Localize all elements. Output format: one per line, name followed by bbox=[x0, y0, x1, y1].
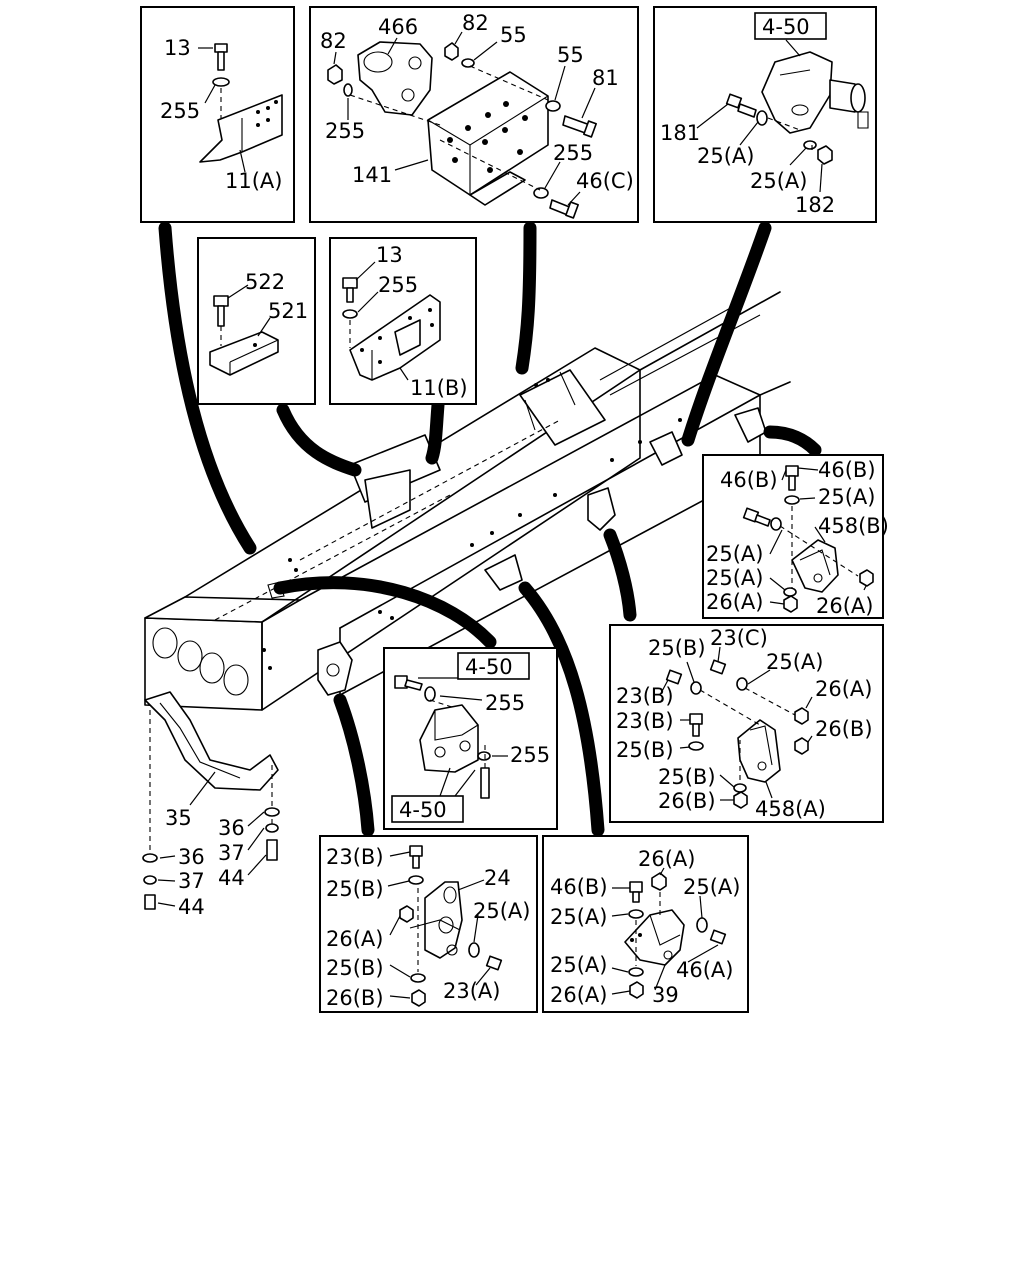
label-39: 39 bbox=[652, 983, 679, 1007]
label-25a-panel6-3: 25(A) bbox=[706, 566, 763, 590]
label-26a-panel10-1: 26(A) bbox=[638, 847, 695, 871]
label-25a-panel9: 25(A) bbox=[473, 899, 530, 923]
label-25a-panel10-1: 25(A) bbox=[683, 875, 740, 899]
label-25b-panel9-1: 25(B) bbox=[326, 877, 384, 901]
label-23c: 23(C) bbox=[710, 626, 768, 650]
label-26a-panel6-2: 26(A) bbox=[816, 594, 873, 618]
label-255-panel2-left: 255 bbox=[325, 119, 365, 143]
panel-6 bbox=[702, 454, 884, 619]
label-82-left: 82 bbox=[320, 29, 347, 53]
label-37-right: 37 bbox=[218, 841, 245, 865]
label-44-left: 44 bbox=[178, 895, 205, 919]
panel-2 bbox=[309, 6, 639, 223]
panel-10 bbox=[542, 835, 749, 1013]
label-181: 181 bbox=[660, 121, 700, 145]
label-13-panel1: 13 bbox=[164, 36, 191, 60]
label-26a-panel9: 26(A) bbox=[326, 927, 383, 951]
label-25b-panel7-2: 25(B) bbox=[616, 738, 674, 762]
reference-4-50-panel8-top: 4-50 bbox=[465, 655, 513, 679]
label-255-panel8-1: 255 bbox=[485, 691, 525, 715]
label-25a-panel6-1: 25(A) bbox=[818, 485, 875, 509]
label-82-right: 82 bbox=[462, 11, 489, 35]
label-13-panel5: 13 bbox=[376, 243, 403, 267]
label-141: 141 bbox=[352, 163, 392, 187]
label-25a-panel3-2: 25(A) bbox=[750, 169, 807, 193]
label-255-panel5: 255 bbox=[378, 273, 418, 297]
label-46c: 46(C) bbox=[576, 169, 634, 193]
panel-4 bbox=[197, 237, 316, 405]
label-23b-panel7-1: 23(B) bbox=[616, 684, 674, 708]
label-24: 24 bbox=[484, 866, 511, 890]
label-25a-panel10-2: 25(A) bbox=[550, 905, 607, 929]
label-36-right: 36 bbox=[218, 816, 245, 840]
label-46a: 46(A) bbox=[676, 958, 733, 982]
label-81: 81 bbox=[592, 66, 619, 90]
label-25a-panel7: 25(A) bbox=[766, 650, 823, 674]
label-255-panel2-right: 255 bbox=[553, 141, 593, 165]
label-458a: 458(A) bbox=[755, 797, 826, 821]
label-25a-panel6-2: 25(A) bbox=[706, 542, 763, 566]
label-26a-panel6-1: 26(A) bbox=[706, 590, 763, 614]
panel-9 bbox=[319, 835, 538, 1013]
label-26a-panel10-2: 26(A) bbox=[550, 983, 607, 1007]
label-26a-panel7: 26(A) bbox=[815, 677, 872, 701]
label-25a-panel3-1: 25(A) bbox=[697, 144, 754, 168]
label-44-right: 44 bbox=[218, 866, 245, 890]
label-25b-panel7-1: 25(B) bbox=[648, 636, 706, 660]
label-23b-panel7-2: 23(B) bbox=[616, 709, 674, 733]
label-35: 35 bbox=[165, 806, 192, 830]
label-26b-panel7-2: 26(B) bbox=[658, 789, 716, 813]
label-46b-panel6-right: 46(B) bbox=[818, 458, 876, 482]
panel-8 bbox=[383, 647, 558, 830]
callout-connectors bbox=[158, 221, 822, 837]
label-11a: 11(A) bbox=[225, 169, 282, 193]
label-46b-panel6-left: 46(B) bbox=[720, 468, 778, 492]
reference-4-50-panel8-bottom: 4-50 bbox=[399, 798, 447, 822]
label-522: 522 bbox=[245, 270, 285, 294]
label-25a-panel10-3: 25(A) bbox=[550, 953, 607, 977]
label-25b-panel9-2: 25(B) bbox=[326, 956, 384, 980]
label-255-panel8-2: 255 bbox=[510, 743, 550, 767]
label-25b-panel7-3: 25(B) bbox=[658, 765, 716, 789]
reference-4-50-panel3: 4-50 bbox=[762, 15, 810, 39]
label-466: 466 bbox=[378, 15, 418, 39]
label-458b: 458(B) bbox=[818, 514, 889, 538]
panel-1 bbox=[140, 6, 295, 223]
label-37-left: 37 bbox=[178, 869, 205, 893]
label-11b: 11(B) bbox=[410, 376, 468, 400]
panel-5 bbox=[329, 237, 477, 405]
label-255-panel1: 255 bbox=[160, 99, 200, 123]
label-26b-panel7-1: 26(B) bbox=[815, 717, 873, 741]
label-55-top: 55 bbox=[500, 23, 527, 47]
label-46b-panel10: 46(B) bbox=[550, 875, 608, 899]
label-23b-panel9: 23(B) bbox=[326, 845, 384, 869]
front-bracket-fasteners bbox=[142, 771, 280, 910]
label-182: 182 bbox=[795, 193, 835, 217]
label-36-left: 36 bbox=[178, 845, 205, 869]
label-55-right: 55 bbox=[557, 43, 584, 67]
panel-7 bbox=[609, 624, 884, 823]
label-521: 521 bbox=[268, 299, 308, 323]
label-23a: 23(A) bbox=[443, 979, 500, 1003]
panel-3 bbox=[653, 6, 877, 223]
chassis-frame bbox=[144, 291, 791, 855]
label-26b-panel9: 26(B) bbox=[326, 986, 384, 1010]
